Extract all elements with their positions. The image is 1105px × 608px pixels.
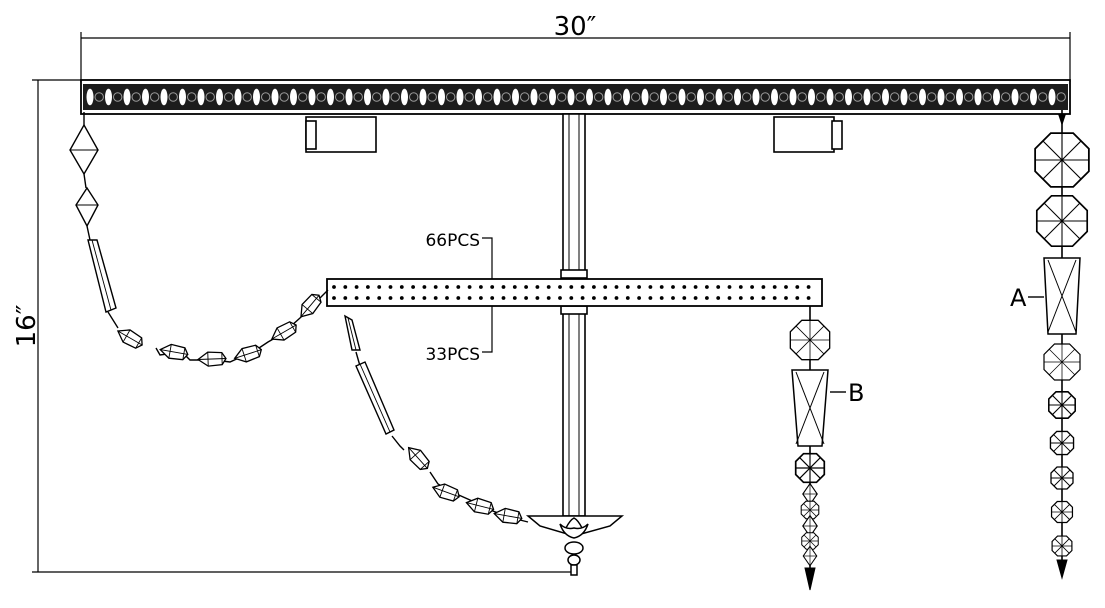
top-count-label: 66PCS xyxy=(425,231,480,251)
center-rod xyxy=(560,113,588,517)
pendant-b-label: B xyxy=(848,379,864,407)
lower-swag-crystals xyxy=(402,442,524,526)
canopy-bracket-left xyxy=(305,116,377,153)
pendant-b xyxy=(789,306,846,591)
bottom-count-label: 33PCS xyxy=(425,345,480,365)
middle-ring xyxy=(326,278,823,307)
height-dimension xyxy=(32,79,575,573)
ring-dots-bottom xyxy=(332,296,811,300)
left-swag-crystals xyxy=(113,290,326,368)
bottom-finial xyxy=(525,515,625,576)
canopy-frame xyxy=(80,79,1071,115)
left-crystal-swag xyxy=(69,112,329,363)
ring-dots-top xyxy=(332,285,811,289)
width-dimension-label: 30″ xyxy=(554,12,597,42)
pendant-a xyxy=(1028,110,1090,580)
canopy-bead-band xyxy=(86,88,1066,106)
count-leaders xyxy=(482,237,493,353)
canopy-bracket-right xyxy=(773,116,843,153)
width-dimension xyxy=(80,32,1071,82)
height-dimension-label: 16″ xyxy=(12,304,42,347)
pendant-a-label: A xyxy=(1010,284,1027,312)
